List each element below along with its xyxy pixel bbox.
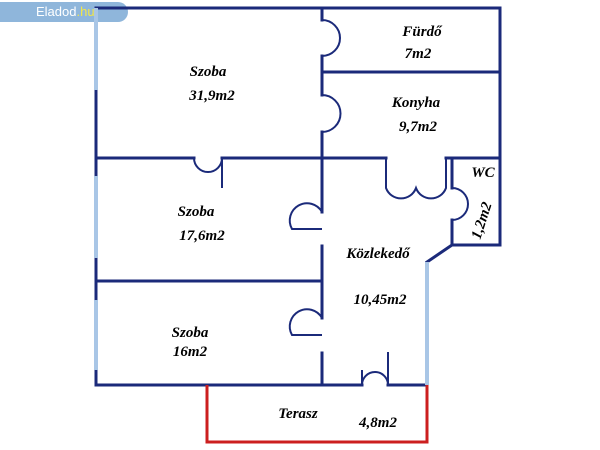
site-badge-name: Eladod <box>36 4 77 19</box>
room-terrace-name: Terasz <box>278 406 318 422</box>
door-terrace <box>361 352 389 386</box>
room-1-name: Szoba <box>190 64 227 80</box>
room-hallway-name: Közlekedő <box>345 246 411 262</box>
room-3-area: 16m2 <box>173 344 208 360</box>
room-wc-name: WC <box>471 165 495 181</box>
door-kitchen-double <box>385 158 447 200</box>
room-kitchen-name: Konyha <box>391 95 441 111</box>
room-hallway-area: 10,45m2 <box>354 292 407 308</box>
door-bathroom <box>321 19 341 57</box>
door-room1 <box>193 157 223 188</box>
door-kitchen <box>321 94 342 133</box>
door-room2 <box>288 202 323 230</box>
room-wc-area: 1,2m2 <box>469 200 496 241</box>
room-3-name: Szoba <box>172 325 209 341</box>
windows <box>94 8 429 385</box>
room-2-name: Szoba <box>178 204 215 220</box>
door-room3 <box>288 308 323 336</box>
room-bathroom-area: 7m2 <box>405 46 432 62</box>
room-kitchen-area: 9,7m2 <box>399 119 437 135</box>
walls <box>94 6 502 387</box>
room-terrace-area: 4,8m2 <box>358 415 397 431</box>
room-1-area: 31,9m2 <box>188 88 235 104</box>
door-wc <box>451 187 469 221</box>
wall-diagonal <box>424 242 455 265</box>
room-bathroom-name: Fürdő <box>401 24 443 40</box>
doors <box>193 19 469 386</box>
site-badge-tld: .hu <box>76 4 95 19</box>
room-2-area: 17,6m2 <box>179 228 225 244</box>
terrace-outline <box>205 385 429 444</box>
